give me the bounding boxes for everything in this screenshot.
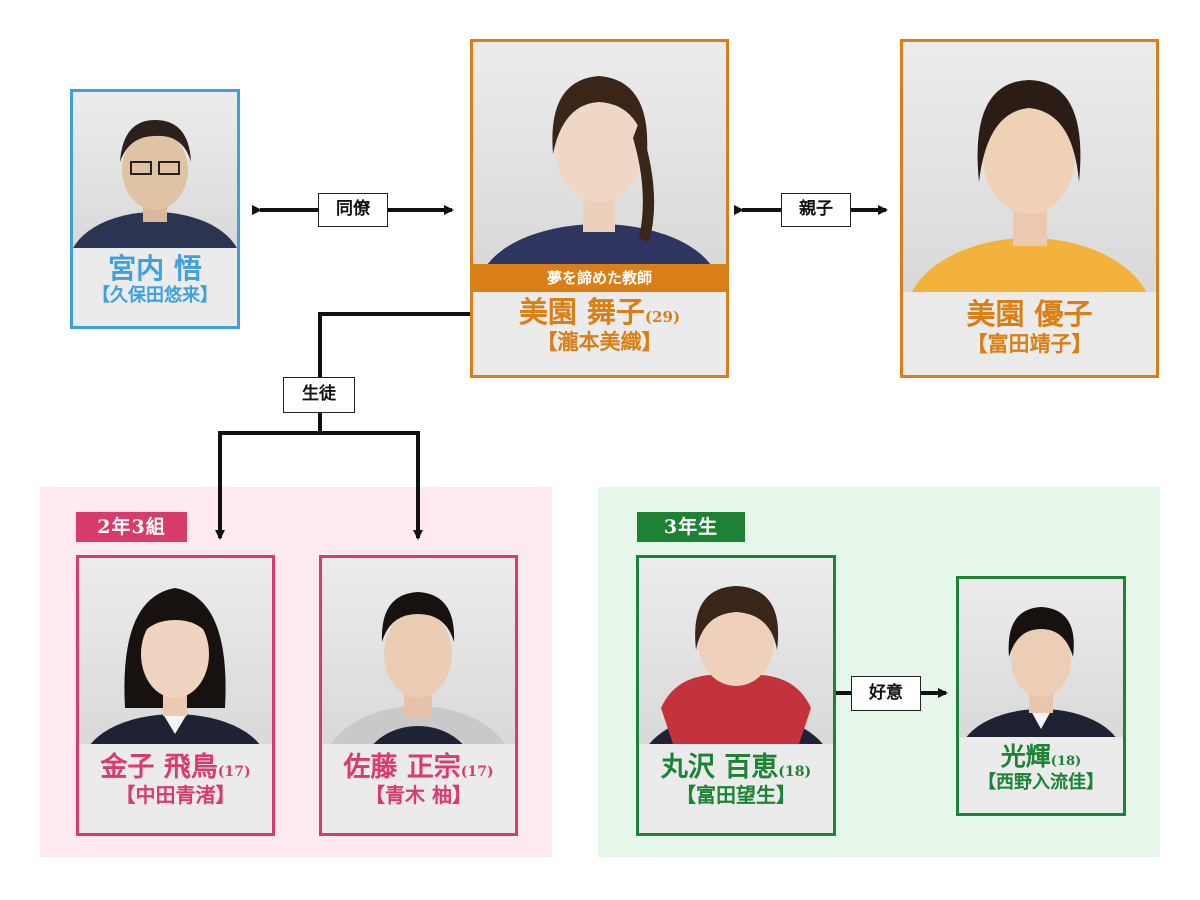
character-name: 宮内 悟 <box>108 252 202 285</box>
student-branch-masamune <box>320 431 423 540</box>
character-name-text: 光輝 <box>1000 742 1051 771</box>
affection-label: 好意 <box>851 676 921 711</box>
parent-child-label: 親子 <box>781 193 851 227</box>
colleague-label: 同僚 <box>318 193 388 227</box>
character-age: (18) <box>778 764 812 780</box>
character-age: (29) <box>644 308 681 326</box>
character-name-text: 佐藤 正宗 <box>343 752 461 783</box>
character-card-asuka: 金子 飛鳥(17) 【中田青渚】 <box>76 555 275 836</box>
character-card-miyauchi: 宮内 悟 【久保田悠来】 <box>70 89 240 329</box>
actor-name: 【青木 柚】 <box>365 783 472 808</box>
actor-name: 【瀧本美織】 <box>536 329 663 355</box>
character-name: 美園 舞子(29) <box>473 295 726 329</box>
character-name: 金子 飛鳥(17) <box>79 752 272 783</box>
character-age: (17) <box>460 764 494 780</box>
character-card-yuko: 美園 優子 【富田靖子】 <box>900 39 1159 378</box>
character-name-text: 丸沢 百恵 <box>660 752 779 783</box>
portrait-photo <box>959 579 1123 737</box>
actor-name: 【中田青渚】 <box>115 783 236 808</box>
character-name: 光輝(18) <box>959 742 1123 772</box>
student-line <box>318 312 472 433</box>
student-label: 生徒 <box>283 377 355 413</box>
actor-name: 【西野入流佳】 <box>978 771 1104 793</box>
actor-name: 【久保田悠来】 <box>92 285 218 307</box>
class-2-3-tag: 2年3組 <box>76 512 187 542</box>
character-name: 美園 優子 <box>966 297 1093 331</box>
character-card-momoe: 丸沢 百恵(18) 【富田望生】 <box>636 555 836 836</box>
character-card-hikaru: 光輝(18) 【西野入流佳】 <box>956 576 1126 816</box>
character-age: (18) <box>1050 754 1082 769</box>
portrait-photo <box>322 558 515 744</box>
portrait-photo <box>73 92 237 248</box>
portrait-photo <box>473 42 726 264</box>
student-branch-asuka <box>215 431 320 540</box>
character-name: 丸沢 百恵(18) <box>639 752 833 783</box>
third-year-tag: 3年生 <box>637 512 745 542</box>
character-card-masamune: 佐藤 正宗(17) 【青木 柚】 <box>319 555 518 836</box>
character-name: 佐藤 正宗(17) <box>322 752 515 783</box>
character-name-text: 美園 舞子 <box>518 295 645 329</box>
character-card-maiko: 夢を諦めた教師 美園 舞子(29) 【瀧本美織】 <box>470 39 729 378</box>
actor-name: 【富田靖子】 <box>966 331 1093 357</box>
portrait-photo <box>639 558 833 744</box>
portrait-photo <box>79 558 272 744</box>
character-name-text: 金子 飛鳥 <box>100 752 218 783</box>
portrait-photo <box>903 42 1156 292</box>
character-age: (17) <box>217 764 251 780</box>
actor-name: 【富田望生】 <box>676 783 796 808</box>
character-tagline: 夢を諦めた教師 <box>473 264 726 292</box>
